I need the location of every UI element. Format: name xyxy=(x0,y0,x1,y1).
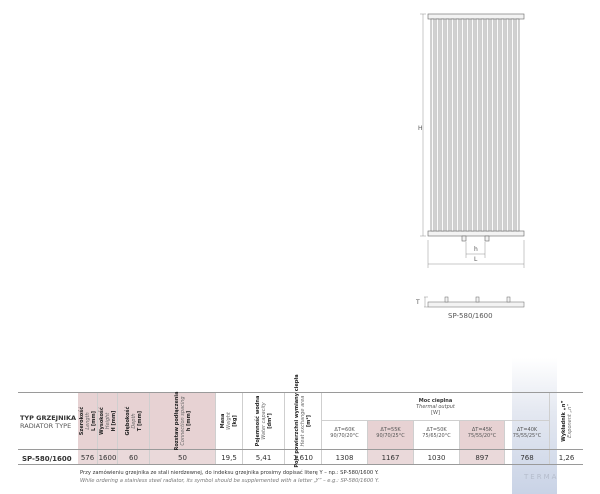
value-length: 576 xyxy=(78,450,98,464)
radiator-tube xyxy=(475,18,480,232)
note-english: While ordering a stainless steel radiato… xyxy=(80,478,380,484)
value-exponent: 1,26 xyxy=(558,454,575,462)
value-dt60: 1308 xyxy=(322,450,368,464)
header-bottom-line xyxy=(18,449,583,450)
radiator-tube xyxy=(480,18,485,232)
length-dimension xyxy=(427,240,525,268)
spacing-label: h xyxy=(474,246,478,253)
radiator-front-view xyxy=(427,13,525,242)
value-depth: 60 xyxy=(118,450,150,464)
value-connection-spacing: 50 xyxy=(150,450,216,464)
value-weight: 19,5 xyxy=(216,450,243,464)
header-heat-output: Moc cieplna Thermal output [W] xyxy=(322,393,550,421)
radiator-tube xyxy=(515,18,520,232)
value-dt50: 1030 xyxy=(414,450,460,464)
depth-dimension xyxy=(424,296,428,308)
radiator-tube xyxy=(510,18,515,232)
value-height: 1600 xyxy=(98,450,118,464)
table-top-line xyxy=(18,392,583,393)
length-label: L xyxy=(474,256,478,263)
type-label: TYP GRZEJNIKA RADIATOR TYPE xyxy=(20,414,77,430)
table-bottom-line xyxy=(18,464,583,465)
radiator-tube xyxy=(440,18,445,232)
radiator-drawing: H h L T xyxy=(415,13,525,308)
radiator-tube xyxy=(430,18,435,232)
value-water-capacity: 5,41 xyxy=(243,450,285,464)
value-heat-exchange-area: 1,610 xyxy=(285,450,322,464)
row-model: SP-580/1600 xyxy=(22,455,72,463)
radiator-tube xyxy=(465,18,470,232)
radiator-tube xyxy=(445,18,450,232)
brand-watermark: TERMA xyxy=(524,473,559,481)
radiator-tube xyxy=(500,18,505,232)
radiator-tubes xyxy=(430,18,520,232)
radiator-tube xyxy=(460,18,465,232)
depth-label: T xyxy=(415,299,420,306)
radiator-side-view xyxy=(427,296,525,308)
radiator-tube xyxy=(435,18,440,232)
radiator-tube xyxy=(470,18,475,232)
note-polish: Przy zamówieniu grzejnika ze stali nierd… xyxy=(80,470,379,476)
radiator-tube xyxy=(485,18,490,232)
radiator-tube xyxy=(450,18,455,232)
radiator-tube xyxy=(495,18,500,232)
radiator-tube xyxy=(490,18,495,232)
header-exponent: Wykładnik „n”Exponent „n” xyxy=(560,400,573,442)
value-dt40: 768 xyxy=(505,450,550,464)
value-dt45: 897 xyxy=(460,450,505,464)
model-caption: SP-580/1600 xyxy=(448,312,493,320)
radiator-tube xyxy=(505,18,510,232)
spacing-dimension xyxy=(465,242,486,258)
radiator-tube xyxy=(455,18,460,232)
height-dimension xyxy=(420,13,426,237)
value-dt55: 1167 xyxy=(368,450,414,464)
height-label: H xyxy=(418,125,423,132)
